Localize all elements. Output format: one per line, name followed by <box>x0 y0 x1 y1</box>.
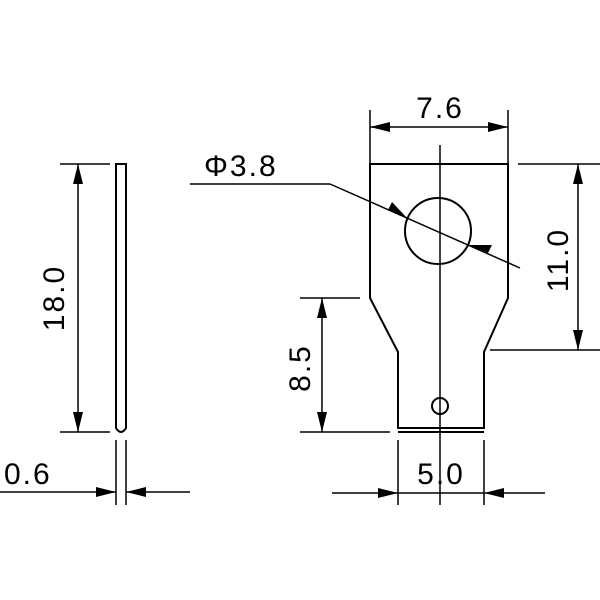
arrowhead <box>573 330 583 350</box>
arrowhead <box>484 488 504 498</box>
arrowhead <box>573 164 583 184</box>
dim-label-head-height: 11.0 <box>542 228 575 292</box>
arrowhead <box>317 298 327 318</box>
dim-label-tab-length: 8.5 <box>284 344 317 392</box>
arrowhead <box>317 412 327 432</box>
arrowhead <box>126 487 146 497</box>
arrowhead <box>469 245 492 253</box>
side-profile <box>115 163 127 433</box>
arrowhead <box>378 488 398 498</box>
arrowhead <box>73 412 83 432</box>
arrowhead <box>73 164 83 184</box>
terminal-outline <box>369 163 509 429</box>
arrowhead <box>488 122 508 132</box>
mounting-hole <box>404 197 472 265</box>
arrowhead <box>388 202 407 218</box>
leader-diagonal <box>329 183 521 269</box>
dim-label-hole-diameter: Φ3.8 <box>204 150 278 183</box>
dim-label-tab-width: 5.0 <box>417 458 465 491</box>
dim-label-thickness: 0.6 <box>4 458 52 491</box>
front-view: 7.6 Φ3.8 11.0 8.5 5.0 <box>190 92 600 505</box>
arrowhead <box>370 122 390 132</box>
side-view: 18.0 0.6 <box>0 163 190 505</box>
arrowhead <box>96 487 116 497</box>
dim-label-top-width: 7.6 <box>416 92 464 125</box>
small-hole <box>431 397 449 415</box>
dim-label-length: 18.0 <box>38 265 71 331</box>
